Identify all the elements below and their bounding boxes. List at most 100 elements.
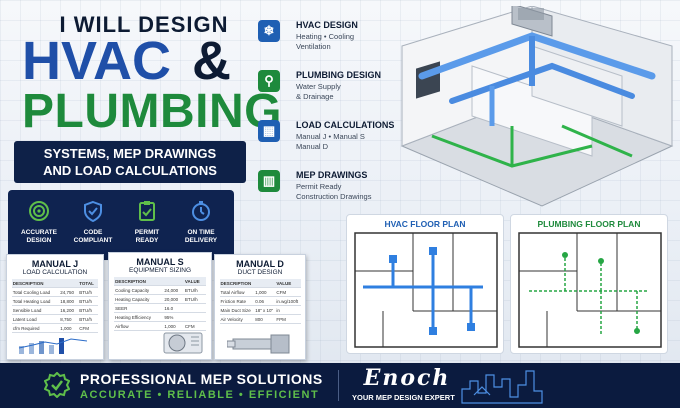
cell: BTU/h [183, 294, 206, 304]
cell: 1,000 [254, 287, 276, 297]
cell: Heating Capacity [114, 294, 164, 304]
column-header [254, 279, 276, 288]
signature-logo: Enoch [363, 365, 451, 391]
feature-mep-drawings: ▥ MEP DRAWINGS Permit Ready Construction… [258, 168, 398, 218]
manual-d-subtitle: DUCT DESIGN [237, 269, 283, 276]
cell: Air Velocity [219, 314, 255, 324]
column-header: DESCRIPTION [11, 279, 60, 288]
headline-plumbing: PLUMBING [22, 85, 282, 138]
manual-j-title: MANUAL J [31, 259, 79, 269]
headline-intro: I WILL DESIGN [59, 12, 229, 37]
condenser-unit-icon [163, 332, 203, 354]
headline-hvac: HVAC [22, 31, 172, 91]
cell: Latent Load [11, 314, 60, 324]
manual-d-sheet: MANUAL D DUCT DESIGN DESCRIPTION VALUE T… [214, 254, 306, 360]
cell [183, 303, 206, 313]
feature-plumbing-design: ⚲ PLUMBING DESIGN Water Supply & Drainag… [258, 68, 398, 118]
cell: 1,000 [59, 323, 79, 333]
plumbing-floor-plan-drawing [518, 232, 662, 348]
cell: 8,750 [59, 314, 79, 324]
manual-s-title: MANUAL S [136, 257, 184, 267]
stopwatch-icon [192, 201, 210, 221]
cell: Total Heating Load [11, 296, 60, 306]
feature-desc: Permit Ready Construction Drawings [296, 182, 372, 201]
feature-title: LOAD CALCULATIONS [296, 120, 395, 130]
city-skyline-icon [461, 370, 543, 404]
footer-bar: PROFESSIONAL MEP SOLUTIONS ACCURATE • RE… [0, 363, 680, 408]
cell: 1,000 [163, 321, 184, 331]
column-header: DESCRIPTION [219, 279, 255, 288]
cell: 24,750 [59, 287, 79, 297]
cell: 16,200 [59, 305, 79, 315]
table-header-row: DESCRIPTION TOTAL [11, 279, 99, 288]
column-header: VALUE [275, 279, 301, 288]
feature-desc: Heating • Cooling Ventilation [296, 32, 355, 51]
cell: 0.06 [254, 296, 276, 306]
cell: Heating Efficiency [114, 312, 164, 322]
plumbing-floor-plan-title: PLUMBING FLOOR PLAN [537, 219, 641, 229]
cell: Friction Rate [219, 296, 255, 306]
hvac-floor-plan-title: HVAC FLOOR PLAN [384, 219, 466, 229]
badge-accurate-design: ACCURATE DESIGN [14, 190, 64, 245]
manual-s-sheet: MANUAL S EQUIPMENT SIZING DESCRIPTION VA… [108, 252, 212, 360]
hvac-floor-plan-drawing [354, 232, 498, 348]
cell: SEER [114, 303, 164, 313]
footer-tagline: ACCURATE • RELIABLE • EFFICIENT [80, 389, 320, 401]
badge-on-time-delivery: ON TIME DELIVERY [176, 190, 226, 245]
badge-code-compliant: CODE COMPLIANT [68, 190, 118, 245]
badge-label: ON TIME DELIVERY [184, 229, 218, 244]
cell: BTU/h [78, 296, 99, 306]
cell: CFM [78, 323, 99, 333]
cell: Main Duct Size [219, 305, 255, 315]
feature-load-calculations: ▦ LOAD CALCULATIONS Manual J • Manual S … [258, 118, 398, 168]
feature-title: MEP DRAWINGS [296, 170, 368, 180]
cell: 800 [254, 314, 276, 324]
column-header: DESCRIPTION [114, 277, 164, 286]
hvac-floor-plan-card: HVAC FLOOR PLAN [346, 214, 504, 354]
cell: 16.0 [163, 303, 184, 313]
cell: in [275, 305, 301, 315]
column-header: TOTAL [78, 279, 99, 288]
subtitle-line-2: AND LOAD CALCULATIONS [43, 163, 217, 178]
feature-hvac-design: ❄ HVAC DESIGN Heating • Cooling Ventilat… [258, 18, 398, 68]
cell: cfm Required [11, 323, 60, 333]
subtitle-band: SYSTEMS, MEP DRAWINGS AND LOAD CALCULATI… [14, 141, 246, 183]
badge-label: ACCURATE DESIGN [21, 229, 57, 244]
cell: FPM [275, 314, 301, 324]
manual-s-subtitle: EQUIPMENT SIZING [129, 267, 191, 274]
feature-list: ❄ HVAC DESIGN Heating • Cooling Ventilat… [258, 18, 398, 218]
cell: 24,000 [163, 285, 184, 295]
cell: in.wg/100ft [275, 296, 301, 306]
cell: 95% [163, 312, 184, 322]
cell: 20,000 [163, 294, 184, 304]
cell: BTU/h [78, 314, 99, 324]
cell: Total Cooling Load [11, 287, 60, 297]
building-icon: ▥ [258, 170, 280, 192]
cell: BTU/h [78, 305, 99, 315]
plumbing-floor-plan-card: PLUMBING FLOOR PLAN [510, 214, 668, 354]
cell: 18,800 [59, 296, 79, 306]
snowflake-icon: ❄ [258, 20, 280, 42]
badge-label: PERMIT READY [134, 229, 160, 244]
cell: Cooling Capacity [114, 285, 164, 295]
footer-title: PROFESSIONAL MEP SOLUTIONS [80, 371, 323, 387]
cell [183, 312, 206, 322]
table-header-row: DESCRIPTION VALUE [114, 277, 206, 286]
feature-title: HVAC DESIGN [296, 20, 358, 30]
duct-fitting-icon [227, 334, 290, 354]
manual-d-title: MANUAL D [236, 259, 284, 269]
manual-j-sheet: MANUAL J LOAD CALCULATION DESCRIPTION TO… [6, 254, 104, 360]
column-header [163, 277, 184, 286]
shield-check-icon [84, 200, 102, 223]
